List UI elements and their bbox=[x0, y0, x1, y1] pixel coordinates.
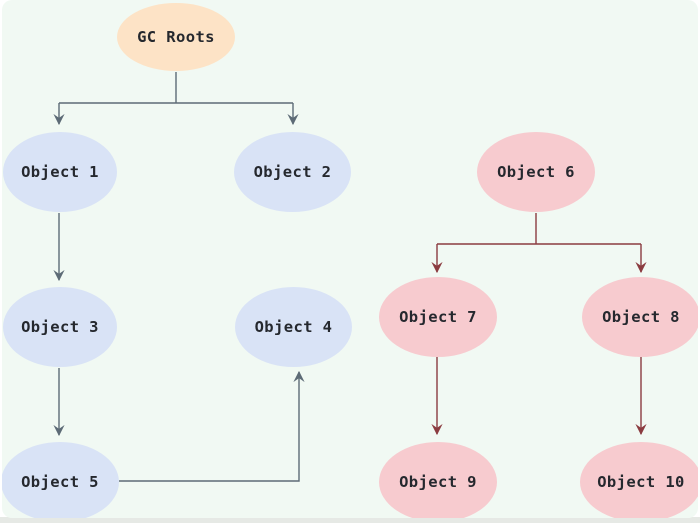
node-object-8: Object 8 bbox=[582, 277, 698, 357]
node-object-6-label: Object 6 bbox=[497, 163, 575, 181]
node-object-9: Object 9 bbox=[379, 442, 497, 518]
node-object-1: Object 1 bbox=[3, 132, 117, 212]
node-object-9-label: Object 9 bbox=[399, 473, 477, 491]
node-object-7: Object 7 bbox=[379, 277, 497, 357]
edge-object5-object4 bbox=[119, 370, 305, 482]
node-object-5: Object 5 bbox=[2, 442, 119, 518]
node-object-4-label: Object 4 bbox=[254, 318, 333, 336]
node-object-3: Object 3 bbox=[3, 287, 117, 367]
node-object-2-label: Object 2 bbox=[253, 163, 332, 181]
window-bottom-edge bbox=[0, 517, 700, 523]
node-object-5-label: Object 5 bbox=[21, 473, 99, 491]
node-gc-roots: GC Roots bbox=[117, 3, 235, 71]
node-object-6: Object 6 bbox=[477, 132, 595, 212]
node-object-10-label: Object 10 bbox=[597, 473, 685, 491]
node-object-7-label: Object 7 bbox=[399, 308, 477, 326]
node-gc-roots-label: GC Roots bbox=[137, 28, 215, 46]
node-object-4: Object 4 bbox=[235, 287, 352, 367]
edge-gcroots-trunk bbox=[59, 72, 293, 104]
node-object-3-label: Object 3 bbox=[21, 318, 99, 336]
node-object-1-label: Object 1 bbox=[21, 163, 99, 181]
edge-object6-trunk bbox=[437, 213, 641, 245]
node-object-10: Object 10 bbox=[580, 442, 698, 518]
node-object-2: Object 2 bbox=[234, 132, 351, 212]
node-object-8-label: Object 8 bbox=[602, 308, 680, 326]
